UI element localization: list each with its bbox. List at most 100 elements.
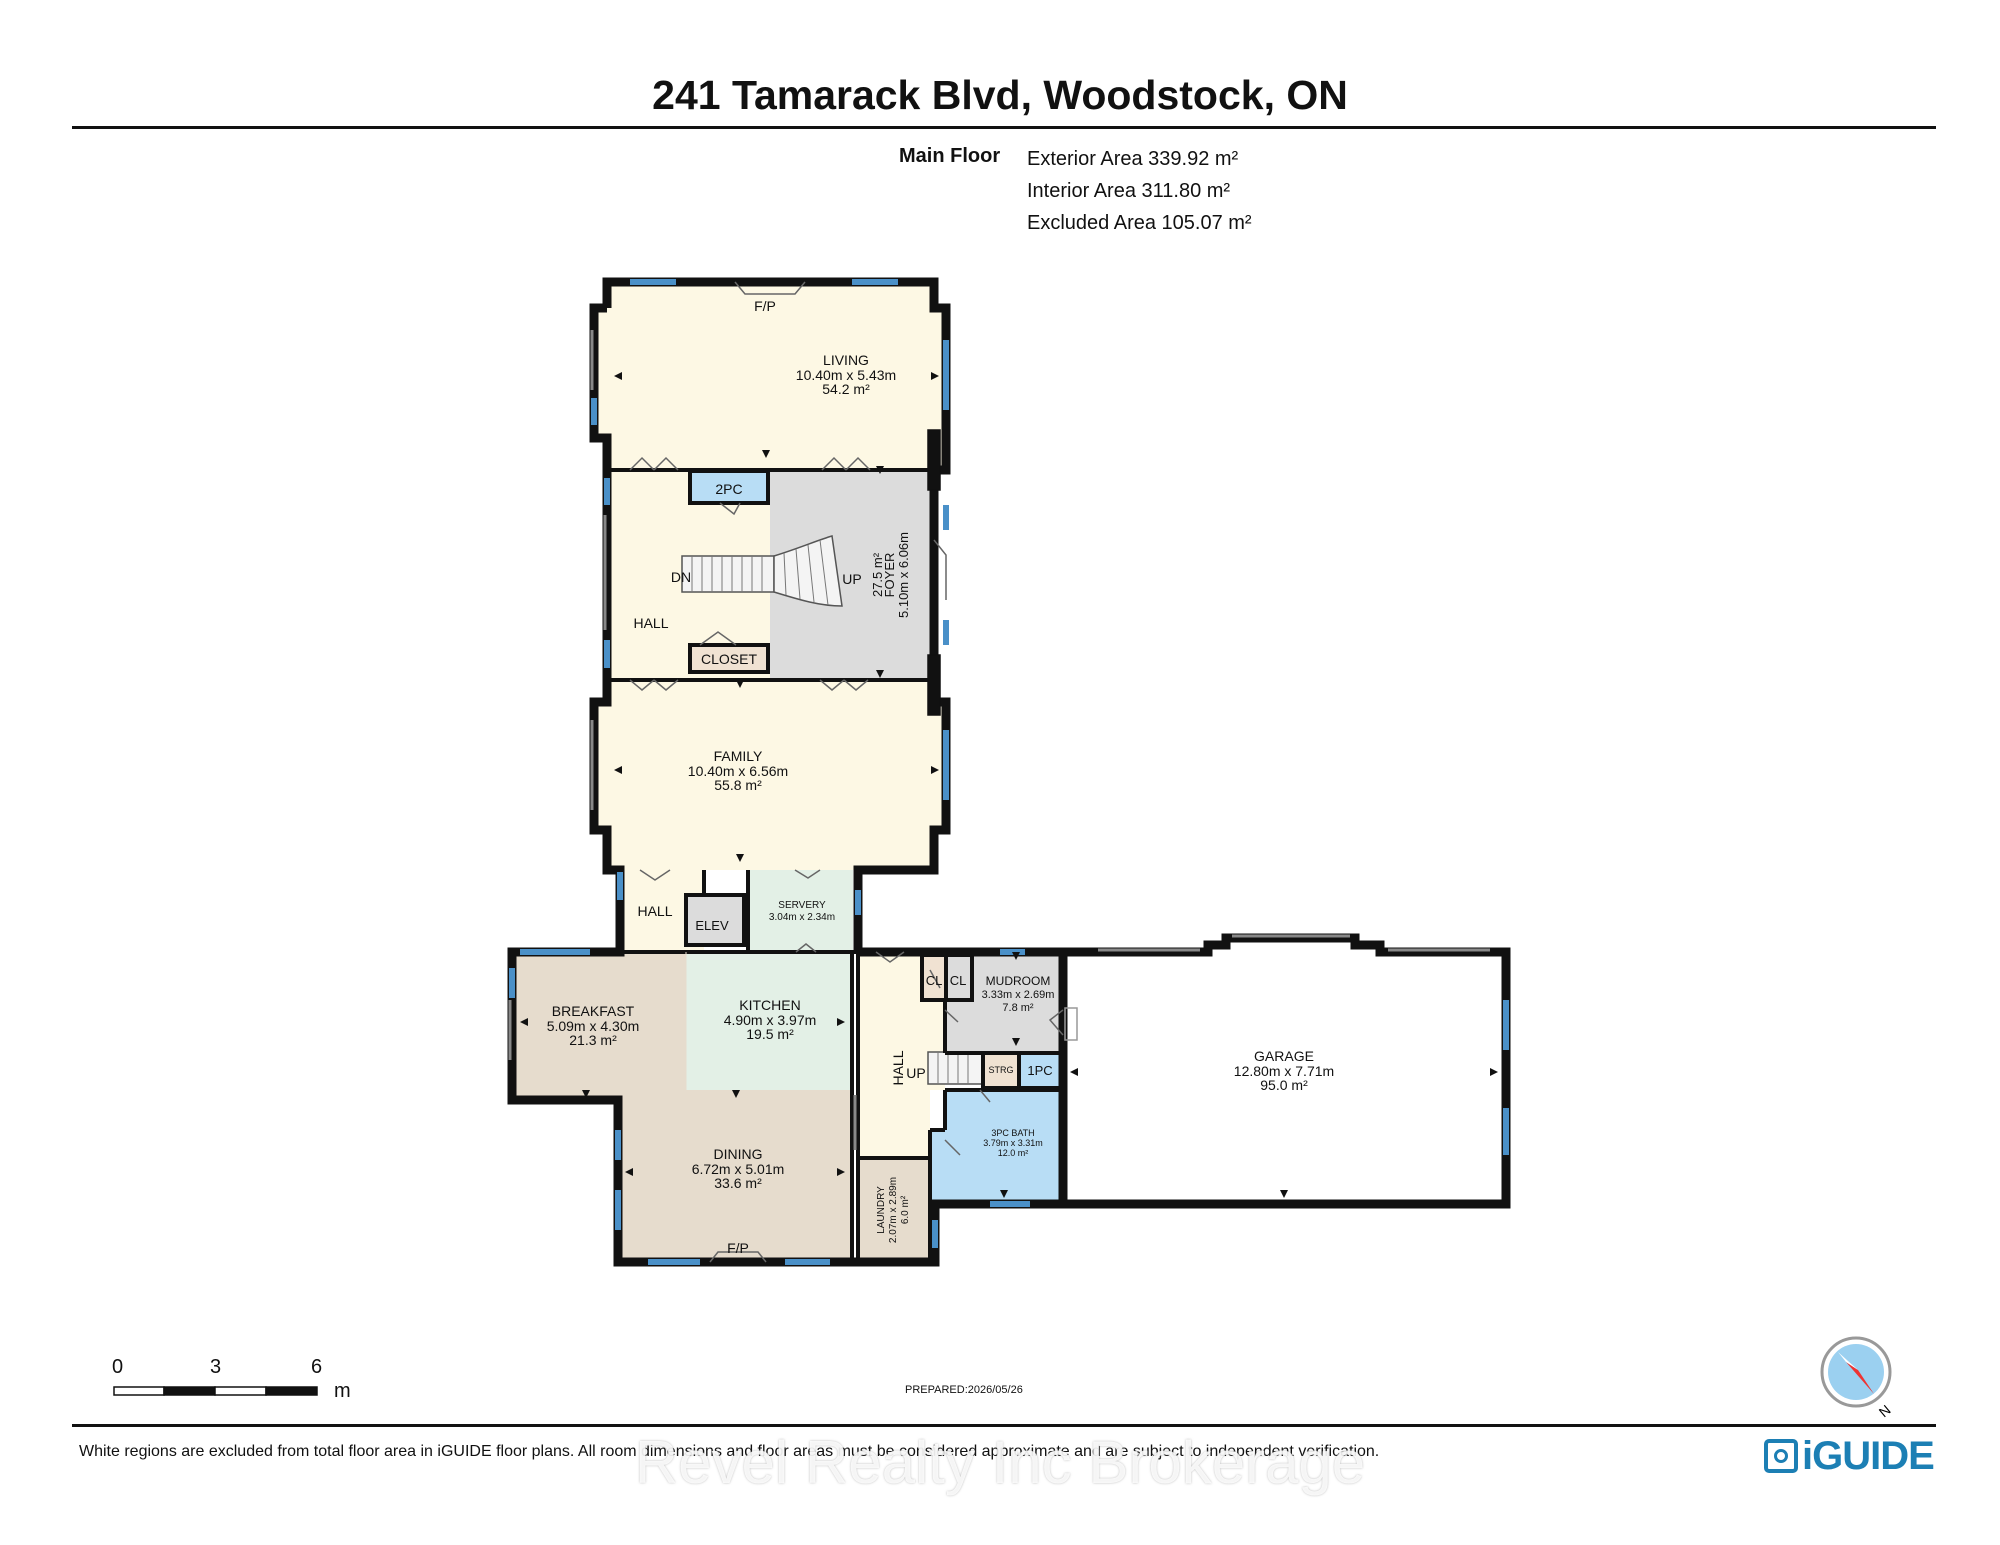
strg-fill xyxy=(983,1053,1019,1088)
dim-arrow xyxy=(736,680,744,688)
wall-closet xyxy=(688,643,770,674)
breakfast-dims: 5.09m x 4.30m xyxy=(547,1018,640,1034)
onepc-fill xyxy=(1019,1053,1063,1088)
family-name: FAMILY xyxy=(714,748,763,764)
garage-dims: 12.80m x 7.71m xyxy=(1234,1063,1334,1079)
dim-arrow xyxy=(582,1090,590,1098)
compass-needle-tail xyxy=(1838,1352,1858,1370)
fp-living-label: F/P xyxy=(754,298,776,314)
stair-tread xyxy=(783,552,787,596)
dim-arrow xyxy=(876,670,884,678)
cl2-label: CL xyxy=(950,973,967,988)
dining-fill xyxy=(618,1090,852,1262)
twopc-label: 2PC xyxy=(715,481,742,497)
scale-tick-3: 3 xyxy=(210,1356,222,1378)
door-swing xyxy=(795,943,817,953)
dimension-markers xyxy=(520,372,1498,1198)
mudroom-fill xyxy=(945,955,1063,1053)
scale-segment xyxy=(113,1386,165,1396)
dim-arrow xyxy=(931,372,939,380)
dim-arrow xyxy=(837,1168,845,1176)
area-summary: Exterior Area 339.92 m² Interior Area 31… xyxy=(1027,143,1252,239)
prepared-date: PREPARED:2026/05/26 xyxy=(905,1384,1023,1396)
dn-label: DN xyxy=(671,569,691,585)
fp-living xyxy=(734,281,806,295)
mudroom-area: 7.8 m² xyxy=(1002,1002,1034,1014)
dim-arrow xyxy=(520,1018,528,1026)
exterior-area: Exterior Area 339.92 m² xyxy=(1027,148,1239,170)
door-swing xyxy=(979,1089,991,1103)
scale-segment xyxy=(265,1386,318,1396)
door-swing xyxy=(845,456,871,471)
interior-walls xyxy=(607,468,1065,1262)
closet-label: CLOSET xyxy=(701,651,757,667)
dim-arrow xyxy=(1070,1068,1078,1076)
door-swing xyxy=(944,1009,959,1023)
servery-fill xyxy=(748,870,853,952)
living-room-fill xyxy=(594,282,946,470)
dim-arrow xyxy=(837,1018,845,1026)
wall-twopc xyxy=(688,469,770,505)
foyer-area: 27.5 m² xyxy=(870,552,885,597)
dim-arrow xyxy=(1012,1038,1020,1046)
door-swing xyxy=(794,869,821,879)
garage-doors xyxy=(508,330,1490,1150)
servery-name: SERVERY xyxy=(778,900,826,911)
laundry-fill xyxy=(860,1158,930,1262)
hall-east-label: HALL xyxy=(890,1050,906,1085)
breakfast-name: BREAKFAST xyxy=(552,1003,635,1019)
laundry-dims: 2.07m x 2.89m xyxy=(888,1177,899,1243)
door-swing xyxy=(653,456,679,471)
living-dims: 10.40m x 5.43m xyxy=(796,367,896,383)
door-swing xyxy=(639,869,671,881)
room-labels: LIVING 10.40m x 5.43m 54.2 m² F/P 2PC DN… xyxy=(547,298,1335,1256)
living-name: LIVING xyxy=(823,352,869,368)
room-fills xyxy=(512,282,1506,1262)
family-dims: 10.40m x 6.56m xyxy=(688,763,788,779)
garage-area: 95.0 m² xyxy=(1260,1077,1308,1093)
door-swing xyxy=(719,502,741,516)
compass-needle xyxy=(1846,1362,1874,1394)
dim-arrow xyxy=(732,1090,740,1098)
foyer-wall-stub xyxy=(927,654,941,716)
stair-treads xyxy=(691,539,969,1084)
door-swing xyxy=(929,969,941,989)
dining-name: DINING xyxy=(714,1146,763,1162)
fp-dining-label: F/P xyxy=(727,1240,749,1256)
windows xyxy=(509,279,1509,1265)
stair-tread xyxy=(819,539,829,606)
dining-dims: 6.72m x 5.01m xyxy=(692,1161,785,1177)
bath3-fill xyxy=(930,1090,1063,1204)
door-swing xyxy=(933,539,947,600)
dim-arrow xyxy=(1012,952,1020,960)
dim-arrow xyxy=(614,372,622,380)
door-swing xyxy=(819,679,845,691)
family-room-fill xyxy=(594,680,946,870)
closet-fill xyxy=(690,645,768,672)
twopc-fill xyxy=(690,471,768,503)
main-stair-lower xyxy=(681,555,775,593)
kitchen-name: KITCHEN xyxy=(739,997,800,1013)
strg-label: STRG xyxy=(988,1065,1013,1075)
floor-label: Main Floor xyxy=(899,145,1001,167)
hall-east-fill xyxy=(860,952,945,1158)
door-swing xyxy=(653,679,679,691)
scale-segment xyxy=(163,1386,216,1396)
door-swing xyxy=(629,679,655,691)
door-swing xyxy=(699,631,737,646)
bath3-area: 12.0 m² xyxy=(998,1148,1029,1158)
elev-label: ELEV xyxy=(695,918,729,933)
exterior-wall-garage xyxy=(858,933,1511,1209)
up-east-label: UP xyxy=(906,1065,925,1081)
dim-arrow xyxy=(931,766,939,774)
east-stair xyxy=(927,1051,984,1085)
doors xyxy=(629,281,1078,1263)
dim-arrow xyxy=(876,466,884,474)
dim-arrow xyxy=(625,1168,633,1176)
kitchen-dims: 4.90m x 3.97m xyxy=(724,1012,817,1028)
laundry-area: 6.0 m² xyxy=(900,1195,911,1224)
watermark: Revel Realty Inc Brokerage xyxy=(634,1429,1366,1496)
garage-name: GARAGE xyxy=(1254,1048,1314,1064)
elev-fill xyxy=(686,895,744,945)
mudroom-step xyxy=(1064,1007,1078,1041)
